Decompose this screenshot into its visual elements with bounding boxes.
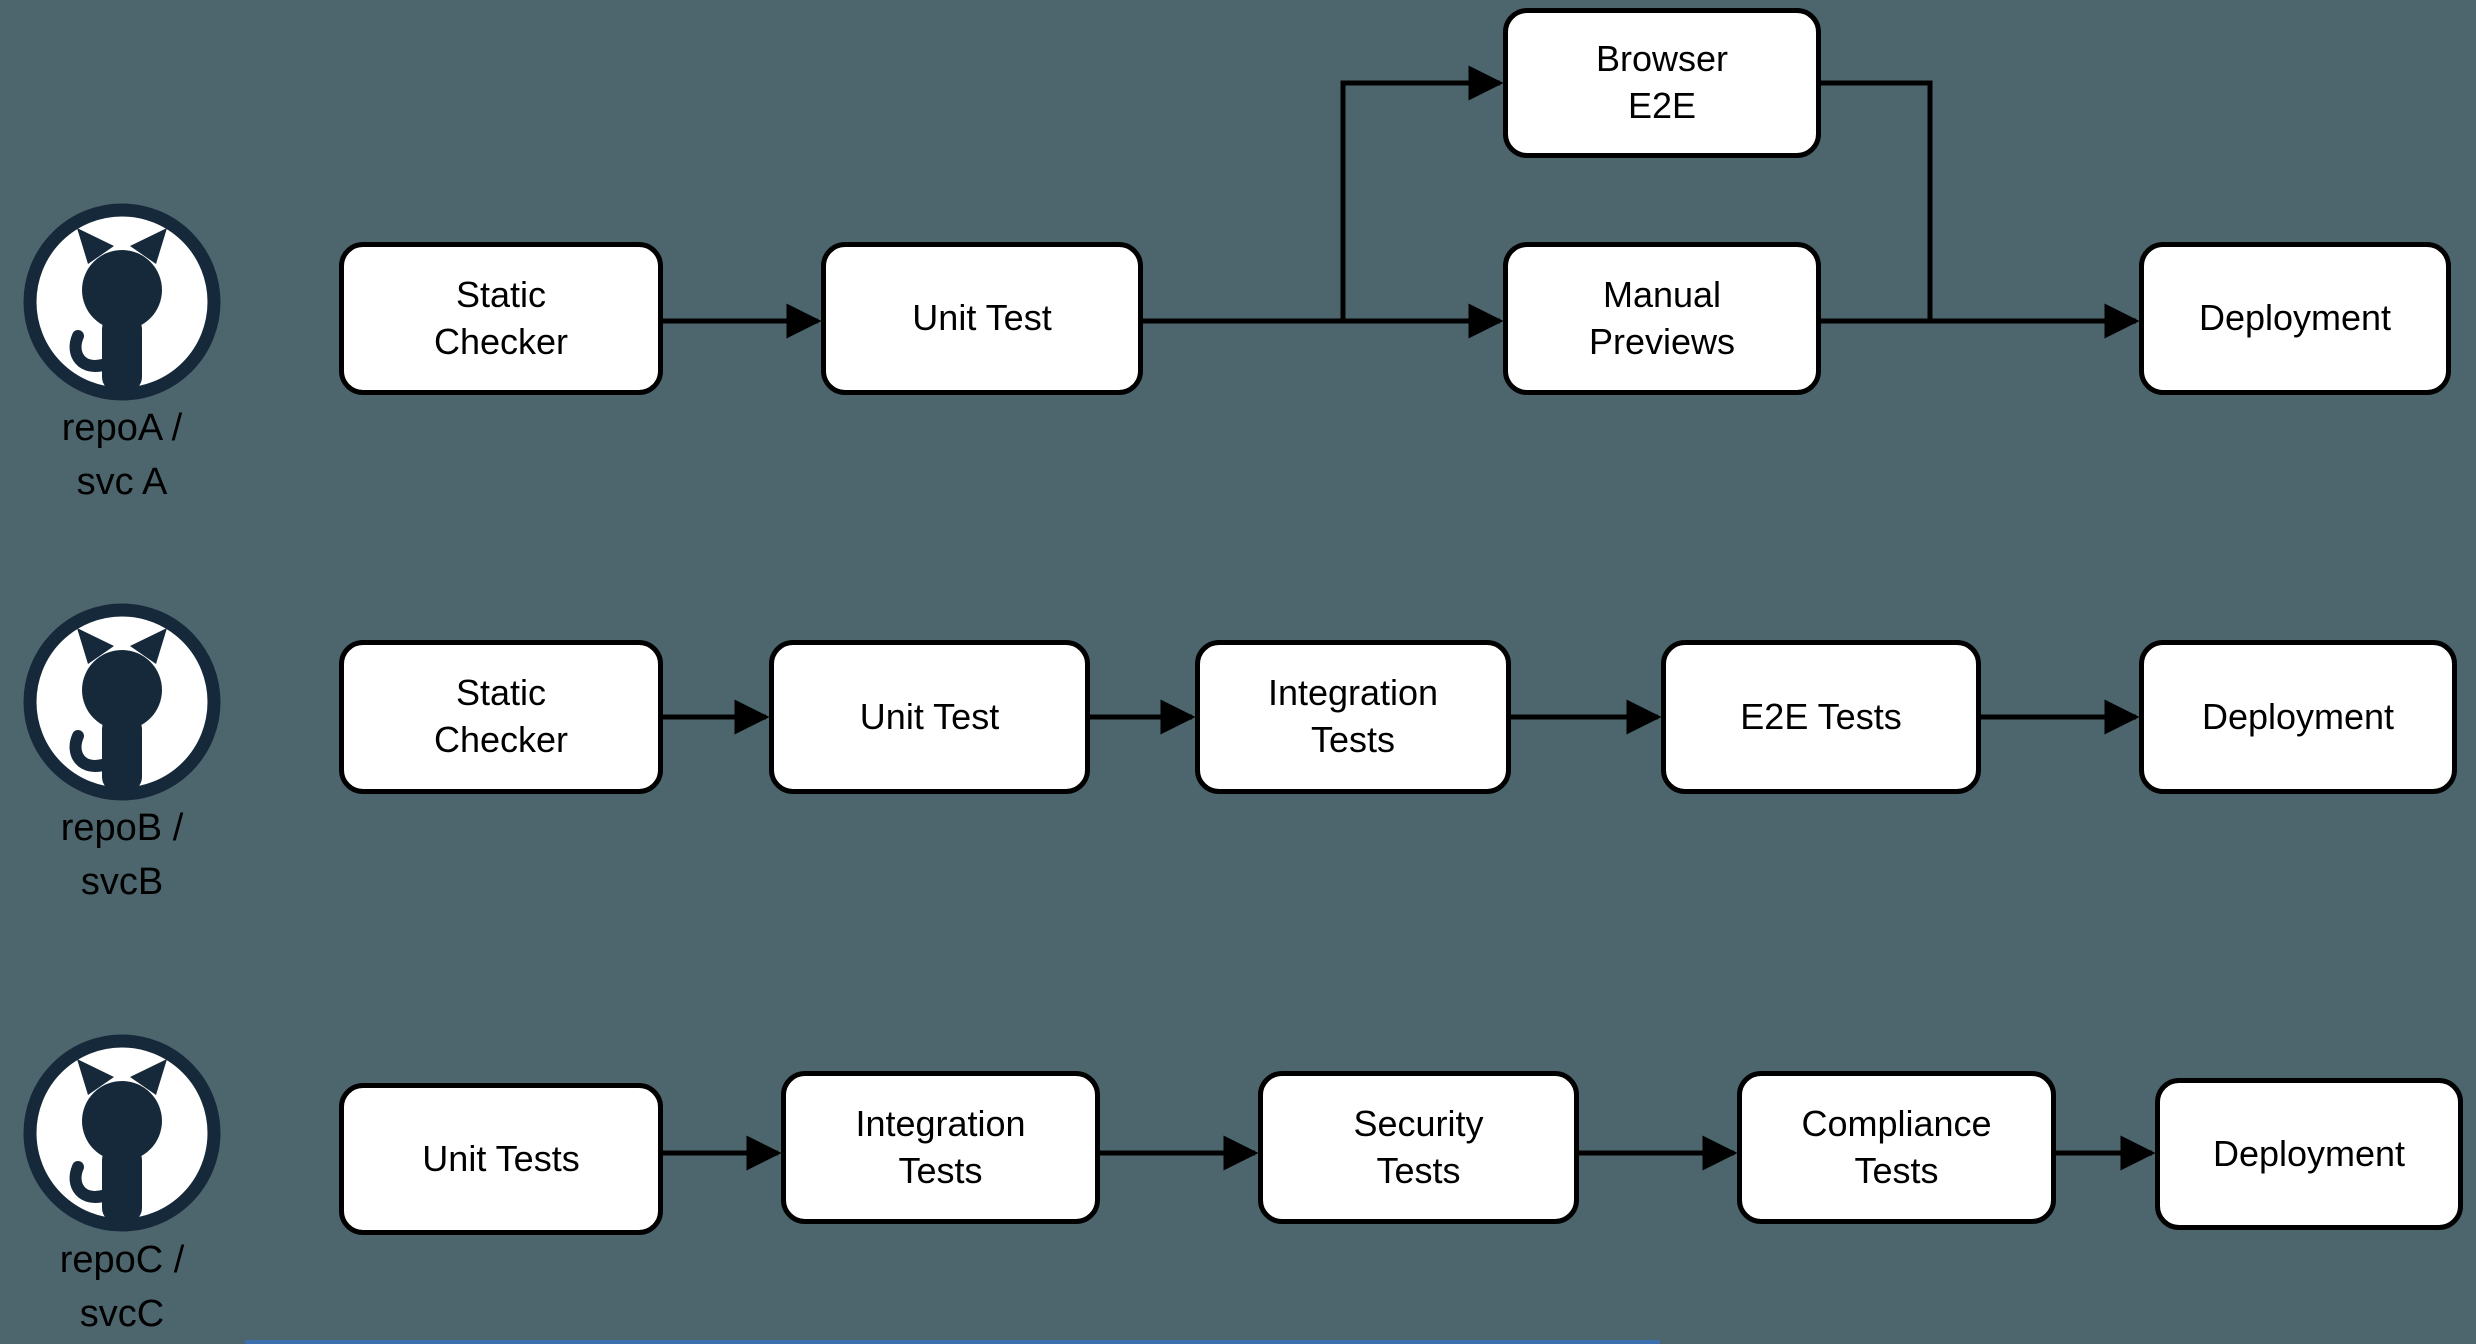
- edge-browser-e2e-to-merge: [1821, 80, 1933, 321]
- node-label: Integration Tests: [1267, 672, 1439, 760]
- node-deployment-c: Deployment: [2155, 1078, 2463, 1230]
- repo-label-b-line2: svcB: [80, 860, 164, 903]
- node-manual-previews: Manual Previews: [1503, 242, 1821, 395]
- node-label: Static Checker: [433, 672, 569, 760]
- node-unit-tests-c: Unit Tests: [339, 1083, 663, 1235]
- node-deployment-a: Deployment: [2139, 242, 2451, 395]
- github-octocat-icon: [23, 603, 221, 801]
- node-integration-tests-b: Integration Tests: [1195, 640, 1511, 794]
- node-label: Security Tests: [1353, 1102, 1484, 1191]
- node-label: Unit Test: [859, 695, 1000, 737]
- node-static-checker-a: Static Checker: [339, 242, 663, 395]
- edge-unit-test-to-browser-e2e: [1340, 65, 1504, 321]
- node-security-tests: Security Tests: [1258, 1071, 1579, 1224]
- repo-label-c: repoC / svcC: [0, 1234, 282, 1342]
- node-unit-test-a: Unit Test: [821, 242, 1143, 395]
- node-label: Unit Tests: [422, 1137, 580, 1179]
- node-browser-e2e: Browser E2E: [1503, 8, 1821, 158]
- repo-label-b: repoB / svcB: [0, 802, 282, 910]
- node-label: Manual Previews: [1588, 273, 1736, 362]
- github-octocat-icon: [23, 1034, 221, 1232]
- repo-label-c-line1: repoC /: [59, 1239, 185, 1281]
- bottom-blue-bar: [245, 1340, 1660, 1344]
- node-label: Deployment: [2198, 297, 2392, 339]
- repo-label-a: repoA / svc A: [0, 402, 282, 510]
- node-label: Deployment: [2212, 1132, 2406, 1174]
- node-compliance-tests: Compliance Tests: [1737, 1071, 2056, 1224]
- node-e2e-tests: E2E Tests: [1661, 640, 1981, 794]
- node-label: Unit Test: [912, 297, 1052, 339]
- repo-label-c-line2: svcC: [79, 1292, 165, 1335]
- repo-label-a-line2: svc A: [76, 460, 168, 503]
- node-label: Deployment: [2201, 695, 2395, 737]
- node-integration-tests-c: Integration Tests: [781, 1071, 1100, 1224]
- node-deployment-b: Deployment: [2139, 640, 2457, 794]
- node-label: E2E Tests: [1740, 695, 1902, 737]
- node-label: Static Checker: [433, 273, 569, 362]
- node-label: Integration Tests: [855, 1102, 1026, 1191]
- repo-label-a-line1: repoA /: [61, 407, 183, 449]
- node-label: Compliance Tests: [1801, 1102, 1992, 1191]
- repo-label-b-line1: repoB /: [60, 807, 184, 849]
- node-unit-test-b: Unit Test: [769, 640, 1090, 794]
- node-static-checker-b: Static Checker: [339, 640, 663, 794]
- github-octocat-icon: [23, 203, 221, 401]
- node-label: Browser E2E: [1595, 38, 1729, 126]
